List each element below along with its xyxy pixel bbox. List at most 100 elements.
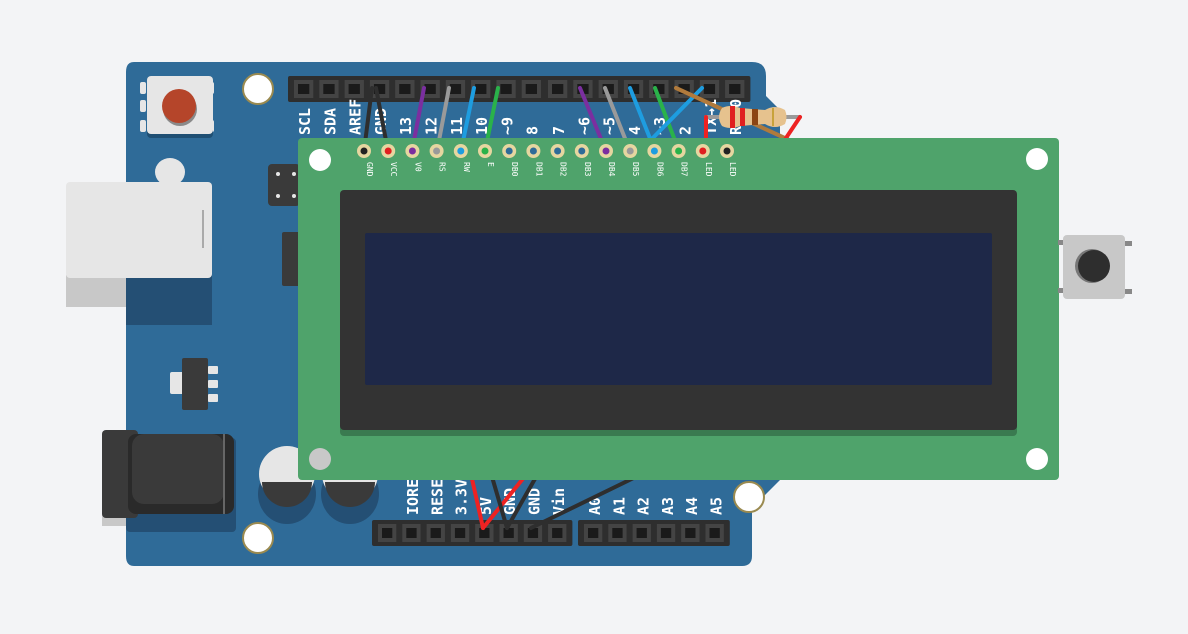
lcd-pin-db7[interactable]: DB7: [671, 144, 689, 177]
pin-label: 5V: [477, 497, 495, 515]
lcd-pin-vcc[interactable]: VCC: [381, 144, 398, 177]
lcd-pin-db4[interactable]: DB4: [599, 144, 616, 177]
lcd-pin-db6[interactable]: DB6: [647, 144, 664, 177]
dc-power-jack: [102, 430, 236, 532]
socket-hole: [577, 84, 589, 94]
lcd-pin-led[interactable]: LED: [695, 144, 713, 177]
lcd-pin-label: RS: [438, 162, 447, 172]
lcd-pin-label: DB2: [559, 162, 568, 177]
resistor-band: [752, 109, 758, 125]
socket-hole: [503, 528, 514, 538]
pin-label: A5: [708, 497, 726, 515]
lcd-mounting-hole: [1026, 448, 1048, 470]
lcd-pin-label: VCC: [389, 162, 398, 177]
resistor[interactable]: [704, 106, 802, 128]
socket-hole: [709, 528, 720, 538]
lcd-pin-label: DB4: [607, 162, 616, 177]
socket-hole: [373, 84, 386, 94]
socket-hole: [475, 84, 487, 94]
resistor-band: [730, 106, 735, 128]
lcd-pin-label: DB1: [534, 162, 543, 177]
reset-button-cap[interactable]: [162, 89, 196, 123]
socket-hole: [525, 84, 537, 94]
socket-hole: [479, 528, 490, 538]
socket-hole: [636, 528, 647, 538]
lcd-pin-label: DB7: [680, 162, 689, 177]
digital-header-right[interactable]: [542, 76, 751, 102]
lcd-pin-label: DB3: [583, 162, 592, 177]
socket-hole: [552, 528, 563, 538]
resistor-band: [772, 108, 774, 126]
lcd-pin-rs[interactable]: RS: [429, 144, 447, 172]
lcd-pin-rw[interactable]: RW: [453, 144, 471, 172]
lcd-pin-label: LED: [728, 162, 737, 177]
socket-hole: [602, 84, 614, 94]
pin-label: GND: [526, 488, 544, 515]
pin-label: A2: [635, 497, 653, 515]
pin-label: A4: [683, 497, 701, 515]
socket-hole: [500, 84, 512, 94]
reset-button[interactable]: [140, 76, 214, 138]
pin-label: 8: [524, 126, 542, 135]
lcd-pin-db0[interactable]: DB0: [502, 144, 519, 177]
socket-hole: [729, 84, 741, 94]
icsp-header: [268, 164, 302, 286]
mounting-hole: [242, 73, 274, 105]
pin-label: 10: [473, 117, 491, 135]
pin-label: AREF: [347, 99, 365, 135]
pin-label: A0: [586, 497, 604, 515]
lcd-pin-label: V0: [413, 162, 422, 172]
socket-hole: [454, 528, 466, 538]
pin-label: RESET: [428, 470, 446, 515]
pin-label: ~3: [651, 117, 669, 135]
digital-header-left[interactable]: [288, 76, 547, 102]
pin-label: IOREF: [404, 470, 422, 515]
pin-label: 7: [550, 126, 568, 135]
socket-hole: [678, 84, 690, 94]
pushbutton-cap[interactable]: [1078, 250, 1110, 282]
power-header[interactable]: [372, 520, 573, 546]
lcd-screen: [365, 233, 992, 385]
socket-hole: [298, 84, 310, 94]
lcd-mounting-hole: [1026, 148, 1048, 170]
lcd-pin-e[interactable]: E: [478, 144, 495, 167]
analog-header[interactable]: [578, 520, 730, 546]
socket-hole: [703, 84, 716, 94]
pushbutton[interactable]: [1058, 235, 1132, 299]
lcd-mounting-hole: [309, 448, 331, 470]
lcd-pin-gnd[interactable]: GND: [357, 144, 374, 177]
socket-hole: [399, 84, 411, 94]
pin-label: ~6: [575, 117, 593, 135]
pin-label: ~9: [498, 117, 516, 135]
pin-label: Vin: [550, 488, 568, 515]
lcd-pin-db5[interactable]: DB5: [623, 144, 640, 177]
pin-label: A1: [610, 497, 628, 515]
pin-label: 3.3V: [453, 479, 471, 515]
pin-label: 4: [626, 126, 644, 135]
socket-hole: [627, 84, 640, 94]
lcd-pin-v0[interactable]: V0: [405, 144, 422, 172]
pin-label: GND: [501, 488, 519, 515]
lcd-pin-label: DB0: [510, 162, 519, 177]
lcd-pin-db1[interactable]: DB1: [526, 144, 543, 177]
lcd-pin-db3[interactable]: DB3: [574, 144, 592, 177]
socket-hole: [653, 84, 665, 94]
lcd-pin-db2[interactable]: DB2: [550, 144, 568, 177]
pin-label: 11: [448, 117, 466, 135]
socket-hole: [527, 528, 539, 538]
lcd-pin-label: GND: [365, 162, 374, 177]
voltage-regulator: [170, 358, 218, 410]
pin-label: 2: [677, 126, 695, 135]
pin-label: 13: [397, 117, 415, 135]
pin-label: SDA: [321, 108, 339, 135]
socket-hole: [424, 84, 436, 94]
socket-hole: [449, 84, 462, 94]
pin-label: A3: [659, 497, 677, 515]
lcd-mounting-hole: [309, 149, 331, 171]
lcd-pin-led[interactable]: LED: [720, 144, 737, 177]
pin-label: ~5: [601, 117, 619, 135]
socket-hole: [382, 528, 393, 538]
